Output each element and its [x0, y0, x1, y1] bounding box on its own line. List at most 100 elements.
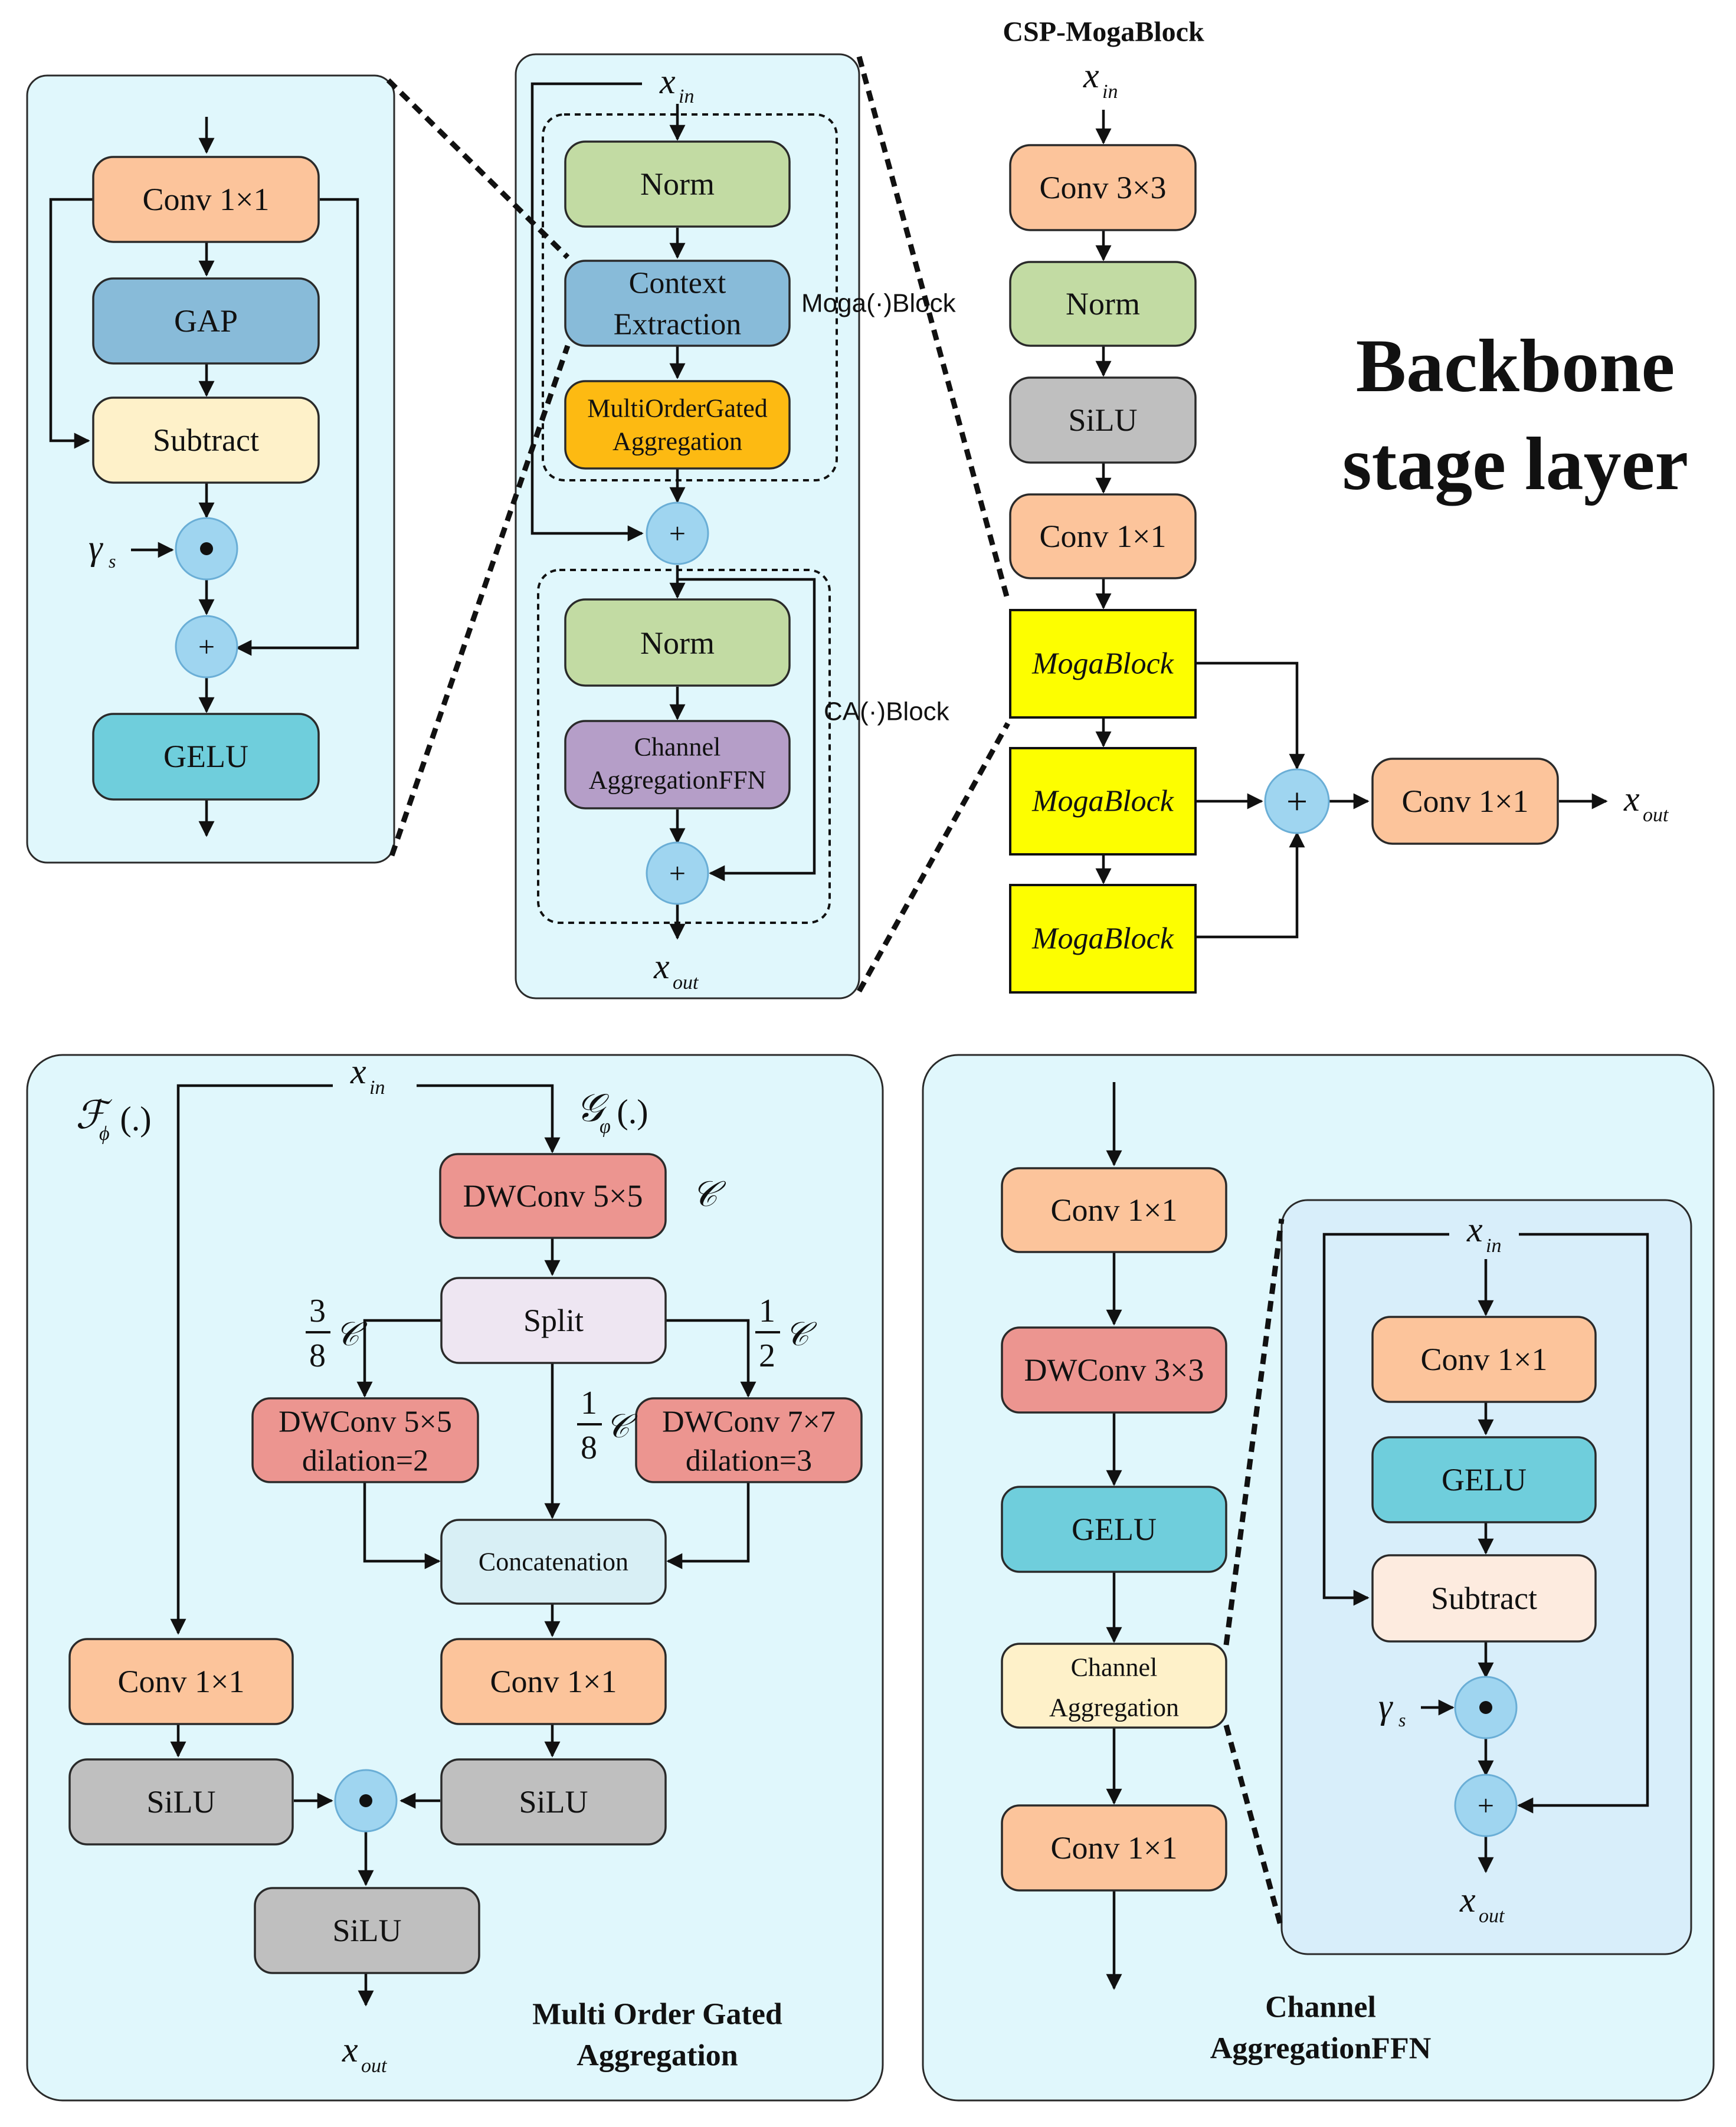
svg-text:(.): (.) [120, 1100, 151, 1138]
mog-x-in: x [350, 1052, 366, 1091]
mog-dwconv-right-label-1: DWConv 7×7 [662, 1405, 836, 1439]
mog-split-label: Split [523, 1303, 584, 1338]
ce-conv-label: Conv 1×1 [143, 182, 270, 217]
csp-mogablock-3-label: MogaBlock [1031, 922, 1174, 956]
ffn-ca-label-2: Aggregation [1049, 1693, 1179, 1722]
svg-text:s: s [109, 550, 116, 572]
csp-silu-label: SiLU [1068, 402, 1137, 438]
mog-conv-left-label: Conv 1×1 [118, 1664, 245, 1699]
csp-conv11-label: Conv 1×1 [1040, 519, 1167, 554]
svg-text:ϕ: ϕ [99, 1123, 110, 1145]
ffn-inner-add-node [1454, 1774, 1518, 1837]
ffn-dwconv-label: DWConv 3×3 [1024, 1352, 1204, 1388]
ffn-inner-subtract-label: Subtract [1431, 1581, 1537, 1616]
ce-gamma: γ [89, 528, 103, 567]
moga-add-node-1 [646, 502, 709, 565]
ffn-inner-gelu-label: GELU [1442, 1462, 1527, 1497]
mog-dwconv-left-label-2: dilation=2 [302, 1444, 428, 1478]
ffn-inner-x-out: x [1459, 1880, 1476, 1919]
backbone-title: Backbone stage layer [1342, 324, 1688, 506]
svg-text:in: in [1486, 1235, 1501, 1257]
csp-x-out: x [1623, 779, 1640, 818]
csp-mogablock-1-label: MogaBlock [1031, 647, 1174, 681]
svg-text:+: + [669, 857, 686, 890]
csp-title: CSP-MogaBlock [1003, 17, 1204, 48]
svg-text:out: out [1479, 1905, 1505, 1927]
mog-dwconv-left-label-1: DWConv 5×5 [279, 1405, 452, 1439]
svg-text:+: + [1478, 1789, 1494, 1822]
mog-concat-label: Concatenation [479, 1548, 628, 1577]
backbone-title-line2: stage layer [1342, 422, 1688, 506]
moga-mog-label-2: Aggregation [612, 427, 742, 456]
svg-text:in: in [679, 86, 694, 107]
svg-text:φ: φ [600, 1116, 611, 1138]
ffn-caption-1: Channel [1265, 1991, 1376, 2024]
mog-caption-1: Multi Order Gated [532, 1998, 782, 2031]
moga-block-side-label: Moga(·)Block [801, 289, 957, 318]
moga-mog-label-1: MultiOrderGated [587, 394, 767, 423]
ca-block-side-label: CA(·)Block [824, 697, 950, 726]
ffn-conv2-label: Conv 1×1 [1051, 1830, 1178, 1866]
svg-text:1: 1 [581, 1385, 597, 1421]
moga-context-label-2: Extraction [614, 308, 742, 342]
svg-text:+: + [1286, 781, 1308, 822]
moga-add-node-2 [646, 841, 709, 905]
zoom-connectors [386, 55, 1011, 993]
csp-conv-out-label: Conv 1×1 [1402, 784, 1529, 819]
moga-channel-label-1: Channel [634, 733, 721, 762]
svg-text:(.): (.) [617, 1093, 648, 1131]
ffn-gamma: γ [1378, 1687, 1393, 1726]
moga-norm1-label: Norm [640, 166, 715, 202]
ffn-ca-label-1: Channel [1071, 1653, 1158, 1682]
moga-x-in: x [659, 62, 676, 101]
context-extraction-detail-panel: Conv 1×1 GAP Subtract GELU + γ s [26, 74, 395, 864]
mog-conv-right-label: Conv 1×1 [490, 1664, 617, 1699]
mog-silu-right-label: SiLU [519, 1784, 588, 1820]
csp-conv33-label: Conv 3×3 [1040, 170, 1167, 205]
mog-caption-2: Aggregation [577, 2039, 738, 2073]
svg-text:out: out [673, 972, 699, 994]
ce-add-node [175, 615, 238, 679]
svg-text:+: + [669, 517, 686, 550]
svg-text:s: s [1398, 1709, 1406, 1731]
ce-gap-label: GAP [174, 303, 238, 339]
mog-dwconv-right-label-2: dilation=3 [686, 1444, 812, 1478]
ce-subtract-label: Subtract [153, 422, 259, 458]
mog-silu-out-label: SiLU [332, 1913, 401, 1948]
ffn-gelu-label: GELU [1072, 1512, 1157, 1547]
multi-order-gated-aggregation-panel: ℱ ϕ (.) x in 𝒢 φ (.) 𝒞 DWConv 5×5 Split … [26, 1052, 884, 2102]
csp-norm-label: Norm [1066, 286, 1140, 322]
svg-text:in: in [369, 1077, 385, 1099]
ce-gelu-label: GELU [163, 739, 248, 774]
csp-mogablock-2-label: MogaBlock [1031, 785, 1174, 818]
ffn-caption-2: AggregationFFN [1210, 2032, 1432, 2066]
backbone-title-line1: Backbone [1356, 324, 1675, 408]
mog-silu-left-label: SiLU [146, 1784, 215, 1820]
csp-add-node [1264, 768, 1330, 834]
ffn-inner-x-in: x [1466, 1210, 1483, 1249]
svg-text:1: 1 [759, 1293, 775, 1329]
ffn-conv1-label: Conv 1×1 [1051, 1192, 1178, 1228]
ca-block-group [537, 569, 831, 924]
moga-norm2-label: Norm [640, 625, 715, 661]
svg-text:3: 3 [309, 1293, 326, 1329]
moga-block-group [542, 113, 838, 481]
csp-mogablock-panel: CSP-MogaBlock x in Conv 3×3 Norm SiLU Co… [1003, 17, 1669, 994]
mog-dwconv55-label: DWConv 5×5 [463, 1178, 643, 1214]
channel-aggregation-ffn-panel: Conv 1×1 DWConv 3×3 GELU Channel Aggrega… [922, 1054, 1715, 2102]
mog-x-out: x [342, 2030, 358, 2069]
svg-text:8: 8 [581, 1430, 597, 1466]
svg-text:in: in [1102, 81, 1118, 103]
ffn-inner-conv-label: Conv 1×1 [1421, 1342, 1548, 1377]
svg-text:2: 2 [759, 1338, 775, 1374]
csp-x-in: x [1083, 56, 1099, 95]
svg-text:8: 8 [309, 1338, 326, 1374]
svg-text:out: out [1643, 804, 1669, 826]
moga-context-label-1: Context [629, 267, 726, 300]
svg-text:+: + [198, 630, 215, 663]
moga-x-out: x [653, 947, 670, 986]
svg-text:out: out [361, 2055, 388, 2077]
moga-block-detail-panel: x in Norm Context Extraction MultiOrderG… [515, 53, 957, 999]
moga-channel-label-2: AggregationFFN [589, 766, 767, 795]
